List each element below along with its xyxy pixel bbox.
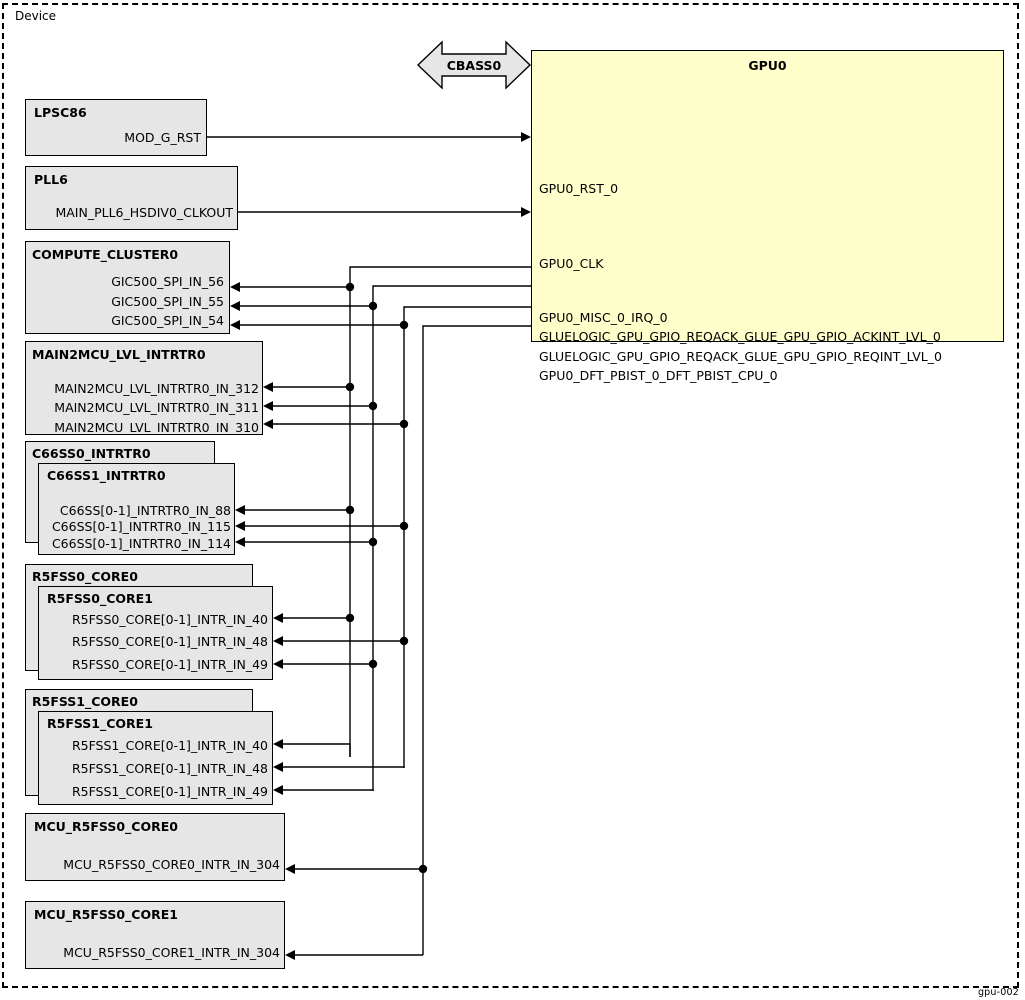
gpu0-output-reqint: GLUELOGIC_GPU_GPIO_REQACK_GLUE_GPU_GPIO_… — [539, 349, 942, 364]
gpu0-output-ackint: GLUELOGIC_GPU_GPIO_REQACK_GLUE_GPU_GPIO_… — [539, 329, 941, 344]
gpu0-input-clk: GPU0_CLK — [539, 256, 604, 271]
main2mcu-signal-312: MAIN2MCU_LVL_INTRTR0_IN_312 — [54, 381, 259, 396]
r5fss1-signal-40: R5FSS1_CORE[0-1]_INTR_IN_40 — [71, 738, 268, 753]
mcu-core0-signal-304: MCU_R5FSS0_CORE0_INTR_IN_304 — [63, 857, 280, 872]
c66ss-signal-88: C66SS[0-1]_INTRTR0_IN_88 — [59, 503, 231, 518]
block-r5fss0-core1[interactable]: R5FSS0_CORE1 R5FSS0_CORE[0-1]_INTR_IN_40… — [38, 586, 273, 680]
c66ss-signal-115: C66SS[0-1]_INTRTR0_IN_115 — [51, 519, 231, 534]
block-lpsc86[interactable]: LPSC86 MOD_G_RST — [25, 99, 207, 156]
block-main2mcu-lvl-intrtr0[interactable]: MAIN2MCU_LVL_INTRTR0 MAIN2MCU_LVL_INTRTR… — [25, 341, 263, 435]
pll6-signal-clkout: MAIN_PLL6_HSDIV0_CLKOUT — [55, 205, 233, 220]
block-gpu0-title: GPU0 — [748, 58, 787, 73]
block-r5fss0-core0-title: R5FSS0_CORE0 — [32, 569, 138, 584]
block-mcu-r5fss0-core1[interactable]: MCU_R5FSS0_CORE1 MCU_R5FSS0_CORE1_INTR_I… — [25, 901, 285, 969]
block-r5fss1-core1-title: R5FSS1_CORE1 — [47, 716, 153, 731]
block-gpu0[interactable]: GPU0 GPU0_RST_0 GPU0_CLK GPU0_MISC_0_IRQ… — [531, 50, 1004, 383]
block-lpsc86-title: LPSC86 — [34, 105, 87, 120]
mcu-core1-signal-304: MCU_R5FSS0_CORE1_INTR_IN_304 — [63, 945, 280, 960]
block-mcu-core0-title: MCU_R5FSS0_CORE0 — [34, 819, 178, 834]
block-pll6-title: PLL6 — [34, 172, 68, 187]
gpu0-input-rst: GPU0_RST_0 — [539, 181, 619, 196]
block-mcu-core1-title: MCU_R5FSS0_CORE1 — [34, 907, 178, 922]
block-r5fss1-core1[interactable]: R5FSS1_CORE1 R5FSS1_CORE[0-1]_INTR_IN_40… — [38, 711, 273, 805]
figure-id-label: gpu-002 — [977, 987, 1019, 998]
block-main2mcu-title: MAIN2MCU_LVL_INTRTR0 — [32, 347, 206, 362]
lpsc86-signal-mod-g-rst: MOD_G_RST — [124, 130, 201, 145]
cc0-signal-spi-55: GIC500_SPI_IN_55 — [111, 294, 224, 309]
cc0-signal-spi-54: GIC500_SPI_IN_54 — [111, 313, 224, 328]
block-r5fss0-core1-title: R5FSS0_CORE1 — [47, 591, 153, 606]
r5fss0-signal-48: R5FSS0_CORE[0-1]_INTR_IN_48 — [71, 634, 268, 649]
block-c66ss1-title: C66SS1_INTRTR0 — [47, 468, 166, 483]
main2mcu-signal-310: MAIN2MCU_LVL_INTRTR0_IN_310 — [54, 420, 259, 435]
block-c66ss0-title: C66SS0_INTRTR0 — [32, 446, 151, 461]
cbass0-bus-arrow — [416, 40, 532, 90]
c66ss-signal-114: C66SS[0-1]_INTRTR0_IN_114 — [51, 536, 231, 551]
main2mcu-signal-311: MAIN2MCU_LVL_INTRTR0_IN_311 — [54, 400, 259, 415]
cc0-signal-spi-56: GIC500_SPI_IN_56 — [111, 274, 224, 289]
block-c66ss1-intrtr0[interactable]: C66SS1_INTRTR0 C66SS[0-1]_INTRTR0_IN_88 … — [38, 463, 235, 555]
gpu0-output-misc-irq: GPU0_MISC_0_IRQ_0 — [539, 310, 668, 325]
block-compute-cluster0-title: COMPUTE_CLUSTER0 — [32, 247, 179, 262]
block-mcu-r5fss0-core0[interactable]: MCU_R5FSS0_CORE0 MCU_R5FSS0_CORE0_INTR_I… — [25, 813, 285, 881]
block-compute-cluster0[interactable]: COMPUTE_CLUSTER0 GIC500_SPI_IN_56 GIC500… — [25, 241, 230, 334]
r5fss1-signal-49: R5FSS1_CORE[0-1]_INTR_IN_49 — [71, 784, 268, 799]
cbass0-label: CBASS0 — [446, 58, 502, 73]
device-boundary — [2, 3, 1019, 988]
block-pll6[interactable]: PLL6 MAIN_PLL6_HSDIV0_CLKOUT — [25, 166, 238, 230]
gpu0-output-pbist: GPU0_DFT_PBIST_0_DFT_PBIST_CPU_0 — [539, 368, 778, 383]
block-r5fss1-core0-title: R5FSS1_CORE0 — [32, 694, 138, 709]
r5fss1-signal-48: R5FSS1_CORE[0-1]_INTR_IN_48 — [71, 761, 268, 776]
device-label: Device — [12, 9, 60, 23]
r5fss0-signal-40: R5FSS0_CORE[0-1]_INTR_IN_40 — [71, 612, 268, 627]
r5fss0-signal-49: R5FSS0_CORE[0-1]_INTR_IN_49 — [71, 657, 268, 672]
